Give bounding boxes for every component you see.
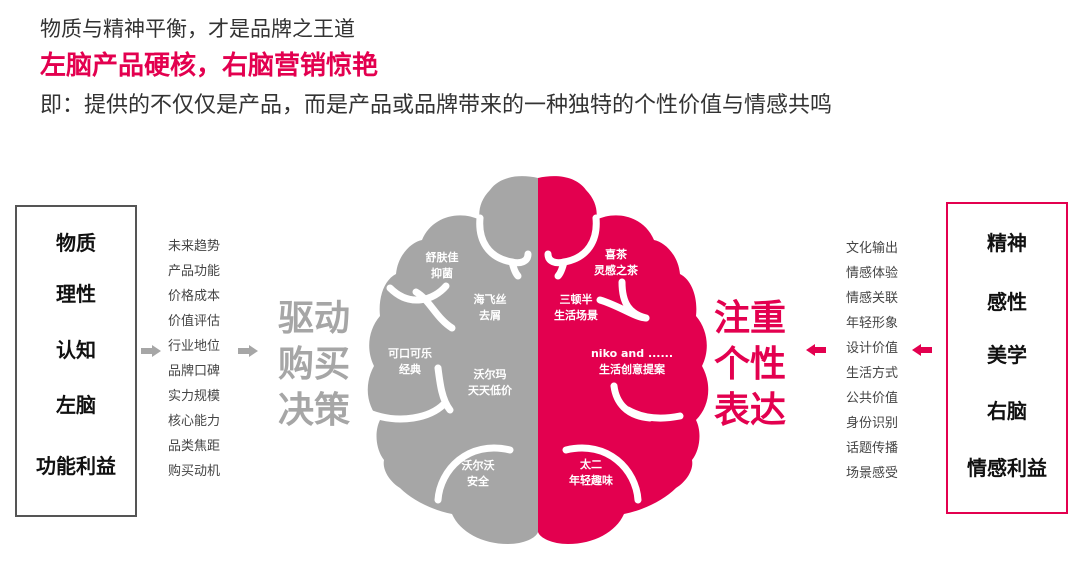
left-hemisphere [367, 176, 538, 544]
conclusion-line: 个性 [714, 344, 787, 385]
list-item: 话题传播 [846, 441, 899, 456]
list-item: 产品功能 [168, 264, 221, 279]
conclusion-line: 购买 [278, 344, 351, 385]
list-item: 场景感受 [846, 466, 899, 481]
left-attribute: 认知 [56, 338, 96, 362]
right-attribute: 美学 [987, 343, 1027, 367]
lobe-label-taier: 太二年轻趣味 [569, 458, 613, 487]
conclusion-line: 注重 [714, 298, 787, 339]
conclusion-line: 驱动 [278, 298, 351, 339]
list-item: 设计价值 [846, 341, 899, 356]
list-item: 公共价值 [846, 391, 899, 406]
arrow-left-icon [806, 344, 826, 356]
left-attribute: 物质 [56, 231, 96, 255]
list-item: 价格成本 [168, 289, 221, 304]
conclusion-line: 表达 [714, 390, 787, 431]
arrow-left-icon [912, 344, 932, 356]
lobe-label-niko-and: niko and ......生活创意提案 [590, 347, 674, 376]
lobe-label-walmart: 沃尔玛天天低价 [468, 368, 512, 397]
lobe-label-volvo: 沃尔沃安全 [461, 459, 495, 488]
arrow-right-icon [141, 345, 161, 357]
list-item: 实力规模 [168, 389, 221, 404]
list-item: 品牌口碑 [168, 364, 221, 379]
right-attribute: 感性 [987, 290, 1027, 314]
right-hemisphere [538, 176, 709, 544]
brain-diagram: 舒肤佳抑菌 海飞丝去屑 可口可乐经典 沃尔玛天天低价 沃尔沃安全 喜茶灵感之茶 … [360, 170, 720, 550]
lobe-label-coca-cola: 可口可乐经典 [388, 347, 432, 376]
right-attribute: 情感利益 [967, 456, 1047, 480]
list-item: 价值评估 [168, 314, 221, 329]
lobe-label-heytea: 喜茶灵感之茶 [594, 248, 638, 277]
left-conclusion: 驱动 购买 决策 [278, 296, 350, 434]
right-conclusion: 注重 个性 表达 [714, 296, 786, 434]
lobe-label-saturnbird: 三顿半生活场景 [554, 293, 598, 322]
lobe-label-head-shoulders: 海飞丝去屑 [473, 293, 507, 322]
list-item: 行业地位 [168, 339, 221, 354]
left-factor-list: 未来趋势 产品功能 价格成本 价值评估 行业地位 品牌口碑 实力规模 核心能力 … [168, 234, 220, 484]
left-attribute: 功能利益 [36, 454, 116, 478]
list-item: 年轻形象 [846, 316, 899, 331]
headline-left-right-brain: 左脑产品硬核，右脑营销惊艳 [40, 51, 379, 81]
lobe-label-safeguard: 舒肤佳抑菌 [425, 251, 459, 280]
headline-balance: 物质与精神平衡，才是品牌之王道 [40, 17, 355, 41]
left-attributes-box: 物质 理性 认知 左脑 功能利益 [15, 205, 137, 517]
list-item: 核心能力 [168, 414, 221, 429]
list-item: 生活方式 [846, 366, 899, 381]
list-item: 情感体验 [846, 266, 899, 281]
right-attribute: 右脑 [987, 399, 1027, 423]
list-item: 购买动机 [168, 464, 221, 479]
conclusion-line: 决策 [278, 390, 351, 431]
list-item: 情感关联 [846, 291, 899, 306]
right-attributes-box: 精神 感性 美学 右脑 情感利益 [946, 202, 1068, 514]
right-factor-list: 文化输出 情感体验 情感关联 年轻形象 设计价值 生活方式 公共价值 身份识别 … [846, 236, 898, 486]
list-item: 品类焦距 [168, 439, 221, 454]
headline-explanation: 即：提供的不仅仅是产品，而是产品或品牌带来的一种独特的个性价值与情感共鸣 [40, 93, 833, 118]
left-attribute: 左脑 [56, 393, 96, 417]
list-item: 未来趋势 [168, 239, 221, 254]
list-item: 身份识别 [846, 416, 899, 431]
brain-illustration [367, 176, 709, 544]
arrow-right-icon [238, 345, 258, 357]
left-attribute: 理性 [56, 282, 96, 306]
right-attribute: 精神 [987, 231, 1027, 255]
list-item: 文化输出 [846, 241, 899, 256]
